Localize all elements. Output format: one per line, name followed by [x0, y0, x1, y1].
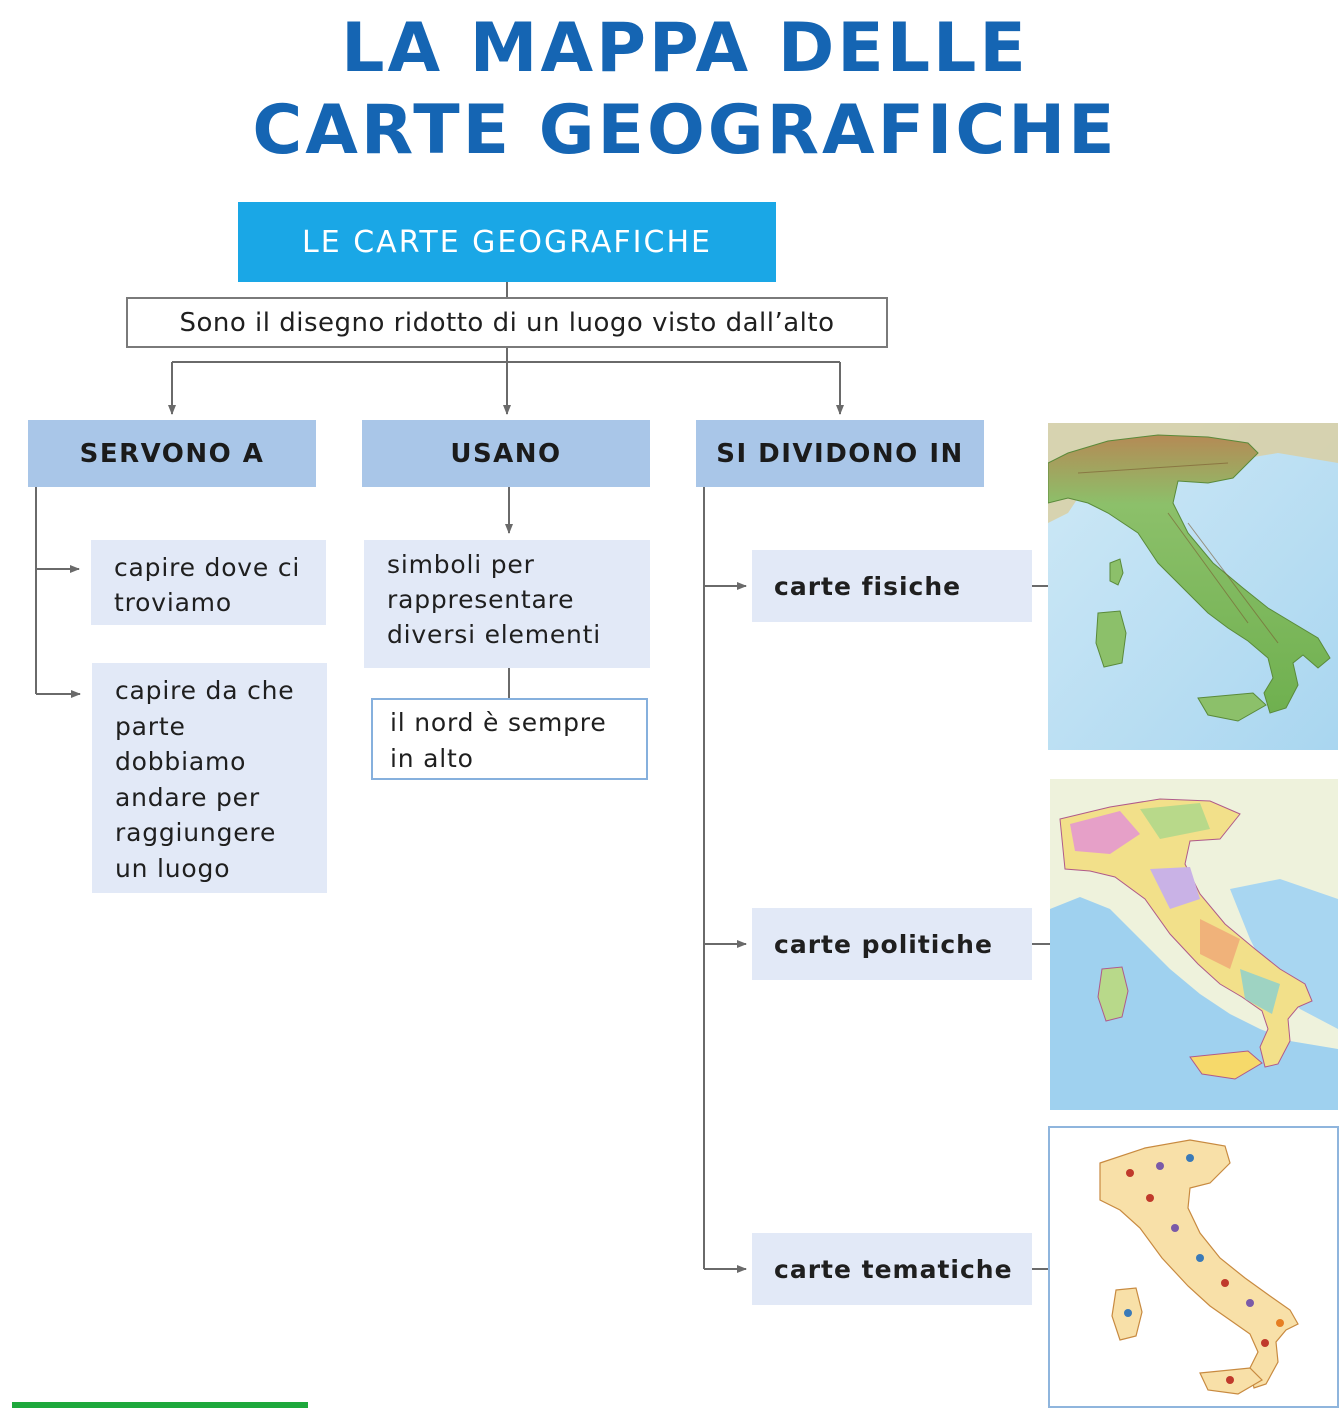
usano-item-2: il nord è sempre in alto: [371, 698, 648, 780]
map-type-tematiche: carte tematiche: [752, 1233, 1032, 1305]
title-line-2: CARTE GEOGRAFICHE: [252, 91, 1118, 170]
accent-bar: [12, 1402, 308, 1408]
branch-header-dividono: SI DIVIDONO IN: [696, 420, 984, 487]
servono-item-2: capire da che parte dobbiamo andare per …: [92, 663, 327, 893]
title-line-1: LA MAPPA DELLE: [341, 9, 1029, 88]
thematic-map-image: [1048, 1126, 1339, 1408]
thematic-symbols: [1124, 1154, 1284, 1384]
usano-item-1: simboli per rappresentare diversi elemen…: [364, 540, 650, 668]
physical-map-image: [1048, 423, 1338, 750]
page-title: LA MAPPA DELLE CARTE GEOGRAFICHE: [0, 8, 1344, 172]
servono-item-1: capire dove ci troviamo: [91, 540, 326, 625]
map-type-fisiche: carte fisiche: [752, 550, 1032, 622]
branch-header-servono: SERVONO A: [28, 420, 316, 487]
branch-header-usano: USANO: [362, 420, 650, 487]
root-node: LE CARTE GEOGRAFICHE: [238, 202, 776, 282]
definition-node: Sono il disegno ridotto di un luogo vist…: [126, 297, 888, 348]
map-type-politiche: carte politiche: [752, 908, 1032, 980]
political-map-image: [1050, 779, 1338, 1110]
